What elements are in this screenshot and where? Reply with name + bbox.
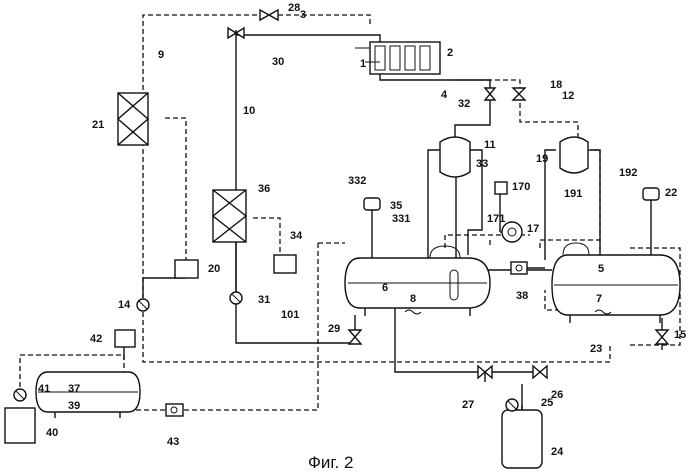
label-27: 27 — [462, 399, 474, 411]
controller-42 — [115, 330, 135, 347]
valve-32 — [485, 88, 495, 100]
label-171: 171 — [487, 213, 505, 225]
label-20: 20 — [208, 263, 220, 275]
evaporator-block — [355, 42, 440, 74]
dashed-pipes — [20, 15, 680, 410]
label-19: 19 — [536, 153, 548, 165]
separator-19 — [560, 137, 588, 173]
label-30: 30 — [272, 56, 284, 68]
label-17: 17 — [527, 223, 539, 235]
label-10: 10 — [243, 105, 255, 117]
device-43 — [166, 404, 183, 416]
valve-28 — [260, 10, 278, 20]
label-34: 34 — [290, 230, 303, 242]
label-192: 192 — [619, 167, 637, 179]
label-6: 6 — [382, 282, 388, 294]
label-332: 332 — [348, 175, 366, 187]
label-7: 7 — [596, 293, 602, 305]
device-38 — [511, 262, 527, 274]
valve-29 — [349, 330, 361, 344]
controller-34 — [274, 255, 296, 273]
label-191: 191 — [564, 188, 582, 200]
pump-25 — [506, 399, 518, 411]
label-38: 38 — [516, 290, 528, 302]
label-2: 2 — [447, 47, 453, 59]
label-22: 22 — [665, 187, 677, 199]
label-24: 24 — [551, 446, 564, 458]
label-331: 331 — [392, 213, 410, 225]
label-28: 28 — [288, 2, 300, 14]
gauge-22 — [643, 188, 659, 200]
label-9: 9 — [158, 49, 164, 61]
pump-14 — [137, 299, 149, 311]
label-31: 31 — [258, 294, 270, 306]
valve-26 — [533, 366, 547, 378]
label-43: 43 — [167, 436, 179, 448]
label-37: 37 — [68, 383, 80, 395]
heat-exchanger-36 — [213, 190, 246, 242]
label-36: 36 — [258, 183, 270, 195]
label-42: 42 — [90, 333, 102, 345]
pump-31 — [230, 292, 242, 304]
label-8: 8 — [410, 293, 416, 305]
label-4: 4 — [441, 89, 448, 101]
cylinder-24 — [502, 405, 542, 468]
valve-15 — [656, 330, 668, 344]
container-40 — [5, 408, 35, 443]
label-1: 1 — [360, 58, 366, 70]
label-18: 18 — [550, 79, 562, 91]
label-26: 26 — [551, 389, 563, 401]
valve-18 — [513, 88, 525, 100]
label-21: 21 — [92, 119, 104, 131]
label-33: 33 — [476, 158, 488, 170]
label-5: 5 — [598, 263, 604, 275]
pump-41 — [14, 389, 26, 401]
label-101: 101 — [281, 309, 299, 321]
figure-caption: Фиг. 2 — [308, 453, 353, 472]
separator-33 — [440, 137, 470, 177]
label-15: 15 — [674, 329, 686, 341]
liquid-mark-8 — [405, 310, 421, 314]
controller-20 — [175, 260, 198, 278]
tank-6 — [345, 246, 490, 316]
label-170: 170 — [512, 181, 530, 193]
label-14: 14 — [118, 299, 131, 311]
compressor-17 — [502, 222, 522, 242]
heat-exchanger-21 — [118, 93, 148, 145]
label-39: 39 — [68, 400, 80, 412]
label-35: 35 — [390, 200, 402, 212]
label-40: 40 — [46, 427, 58, 439]
label-32: 32 — [458, 98, 470, 110]
label-11: 11 — [484, 139, 496, 151]
label-23: 23 — [590, 343, 602, 355]
tank-37 — [36, 372, 140, 418]
label-41: 41 — [38, 383, 50, 395]
gauge-35 — [364, 198, 380, 210]
label-3: 3 — [300, 9, 306, 21]
tank-7 — [552, 243, 680, 323]
label-29: 29 — [328, 323, 340, 335]
sensor-170 — [495, 182, 507, 194]
label-12: 12 — [562, 90, 574, 102]
